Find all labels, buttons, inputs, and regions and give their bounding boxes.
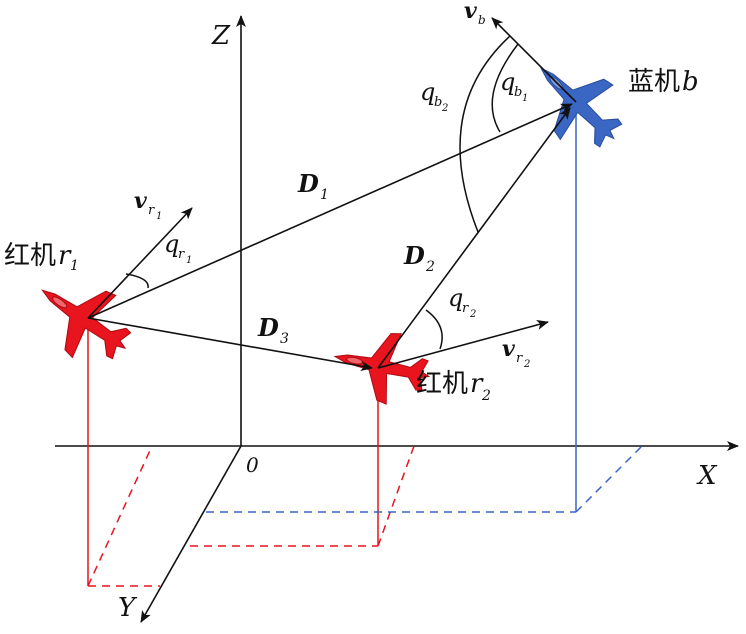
svg-text:v: v (502, 336, 515, 362)
x-axis-label: X (696, 461, 718, 491)
vr1-label: v r 1 (134, 188, 162, 222)
svg-text:3: 3 (280, 331, 289, 347)
svg-text:D: D (297, 169, 319, 198)
svg-text:红机: 红机 (4, 241, 56, 271)
qb1-label: q b 1 (500, 68, 528, 104)
svg-text:2: 2 (481, 388, 491, 404)
y-axis-label: Y (118, 593, 138, 623)
svg-text:b: b (514, 85, 522, 100)
blue-projection (206, 100, 643, 513)
qb2-arc (459, 35, 511, 233)
vectors (87, 17, 577, 372)
d3-label: D 3 (257, 313, 289, 347)
svg-text:r: r (58, 241, 72, 271)
svg-text:q: q (420, 78, 435, 106)
vr1-vector (87, 207, 193, 319)
y-axis (140, 445, 242, 623)
qr2-arc (425, 309, 443, 350)
svg-text:D: D (257, 313, 279, 342)
qr1-arc (125, 273, 149, 289)
red2-aircraft-label: 红机 r 2 (416, 369, 491, 404)
qr1-label: q r 1 (164, 230, 192, 266)
vb-label: v b (464, 0, 486, 27)
svg-text:1: 1 (320, 187, 329, 203)
red1-aircraft-label: 红机 r 1 (4, 241, 79, 274)
red1-aircraft-icon (20, 258, 148, 380)
svg-text:b: b (478, 13, 486, 27)
svg-text:红机: 红机 (416, 369, 468, 399)
svg-text:1: 1 (186, 255, 192, 266)
svg-text:r: r (462, 301, 469, 316)
svg-text:q: q (448, 284, 463, 312)
qb2-label: q b 2 (420, 78, 448, 114)
angle-arcs (125, 35, 519, 350)
blue-aircraft-label: 蓝机 b (628, 67, 699, 97)
svg-text:2: 2 (441, 103, 448, 114)
axes (55, 15, 739, 623)
svg-text:b: b (682, 67, 699, 97)
svg-text:v: v (464, 0, 477, 24)
vb-vector (491, 17, 577, 103)
origin-label: 0 (246, 453, 259, 477)
qr2-label: q r 2 (448, 284, 476, 320)
svg-text:q: q (164, 230, 179, 258)
svg-text:2: 2 (523, 359, 530, 370)
svg-text:r: r (178, 247, 185, 262)
svg-text:D: D (403, 241, 425, 270)
vr2-label: v r 2 (502, 336, 530, 370)
svg-text:1: 1 (156, 211, 162, 222)
d3-vector (87, 317, 373, 372)
vr2-vector (377, 320, 549, 369)
svg-text:b: b (434, 95, 442, 110)
svg-text:r: r (148, 203, 155, 218)
svg-text:1: 1 (522, 93, 528, 104)
svg-text:v: v (134, 188, 147, 214)
svg-text:1: 1 (70, 258, 79, 274)
d2-vector (377, 107, 571, 369)
svg-text:2: 2 (469, 309, 476, 320)
svg-text:q: q (500, 68, 515, 96)
svg-text:2: 2 (425, 259, 435, 275)
d1-label: D 1 (297, 169, 329, 203)
z-axis-label: Z (211, 21, 231, 51)
qb1-arc (491, 43, 519, 133)
d1-vector (87, 103, 573, 319)
d2-label: D 2 (403, 241, 435, 275)
svg-text:r: r (470, 369, 484, 399)
svg-text:r: r (516, 351, 523, 366)
svg-text:蓝机: 蓝机 (628, 67, 680, 97)
red1-projection (87, 318, 160, 587)
